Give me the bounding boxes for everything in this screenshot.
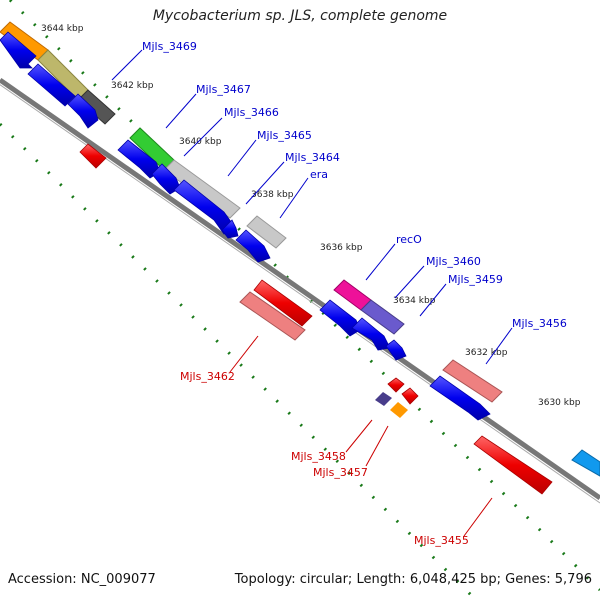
cds-forward (385, 339, 407, 361)
gene-block-slateblue (360, 299, 405, 335)
forward-gene-labels: Mjls_3469 Mjls_3467 Mjls_3466 Mjls_3465 … (142, 40, 567, 330)
gene-label-mjls-3466[interactable]: Mjls_3466 (224, 106, 279, 119)
cds-forward (235, 229, 271, 263)
length-value: 6,048,425 bp (409, 572, 497, 587)
reverse-label-leaders (229, 335, 493, 537)
genes-value: 5,796 (554, 572, 592, 587)
gene-block-slateblue-small (375, 392, 392, 406)
cds-forward (221, 219, 239, 239)
tick-label: 3630 kbp (538, 398, 581, 408)
tick-label: 3644 kbp (41, 24, 84, 34)
cds-reverse (401, 387, 419, 405)
genes-label: Genes: (505, 572, 551, 587)
gene-block-cyan (571, 449, 600, 477)
gene-block-lightgray-2 (246, 215, 287, 249)
gene-label-mjls-3457[interactable]: Mjls_3457 (313, 466, 368, 479)
map-title: Mycobacterium sp. JLS, complete genome (152, 8, 448, 24)
topology-label: Topology: (234, 572, 296, 587)
scale-labels: 3644 kbp 3642 kbp 3640 kbp 3638 kbp 3636… (41, 24, 581, 408)
gene-label-mjls-3464[interactable]: Mjls_3464 (285, 151, 340, 164)
cds-reverse (473, 435, 553, 495)
gene-label-mjls-3462[interactable]: Mjls_3462 (180, 370, 235, 383)
cds-reverse (79, 143, 107, 169)
gene-label-mjls-3469[interactable]: Mjls_3469 (142, 40, 197, 53)
tick-label: 3638 kbp (251, 190, 294, 200)
tick-label: 3640 kbp (179, 137, 222, 147)
accession-label: Accession: (8, 572, 77, 587)
gene-label-mjls-3456[interactable]: Mjls_3456 (512, 317, 567, 330)
cds-reverse (253, 279, 313, 327)
reverse-gene-labels: Mjls_3462 Mjls_3458 Mjls_3457 Mjls_3455 (180, 370, 469, 547)
accession-info: Accession: NC_009077 (8, 572, 156, 587)
accession-value: NC_009077 (80, 572, 156, 587)
gene-label-era[interactable]: era (310, 168, 328, 181)
gene-block-orange-small (390, 402, 408, 418)
genome-backbone (0, 77, 600, 501)
gene-label-mjls-3458[interactable]: Mjls_3458 (291, 450, 346, 463)
cds-forward (429, 375, 491, 421)
cds-reverse (387, 377, 405, 393)
feature-blocks (0, 21, 600, 477)
topology-value: circular (299, 572, 348, 587)
forward-label-leaders (111, 49, 513, 365)
gene-label-mjls-3467[interactable]: Mjls_3467 (196, 83, 251, 96)
reverse-cds-track (79, 143, 553, 495)
gene-label-mjls-3460[interactable]: Mjls_3460 (426, 255, 481, 268)
tick-label: 3634 kbp (393, 296, 436, 306)
cds-forward (27, 63, 76, 107)
tick-label: 3642 kbp (111, 81, 154, 91)
gene-block-pink (442, 359, 503, 403)
length-label: Length: (356, 572, 406, 587)
gene-label-mjls-3465[interactable]: Mjls_3465 (257, 129, 312, 142)
cds-forward (0, 31, 37, 69)
tick-label: 3632 kbp (465, 348, 508, 358)
tick-label: 3636 kbp (320, 243, 363, 253)
cds-forward (67, 93, 99, 129)
forward-cds-track (0, 31, 491, 421)
gene-label-mjls-3459[interactable]: Mjls_3459 (448, 273, 503, 286)
genome-stats: Topology: circular; Length: 6,048,425 bp… (234, 572, 592, 587)
gene-label-reco[interactable]: recO (396, 233, 422, 246)
gene-block-pink-left (239, 291, 306, 341)
gene-label-mjls-3455[interactable]: Mjls_3455 (414, 534, 469, 547)
